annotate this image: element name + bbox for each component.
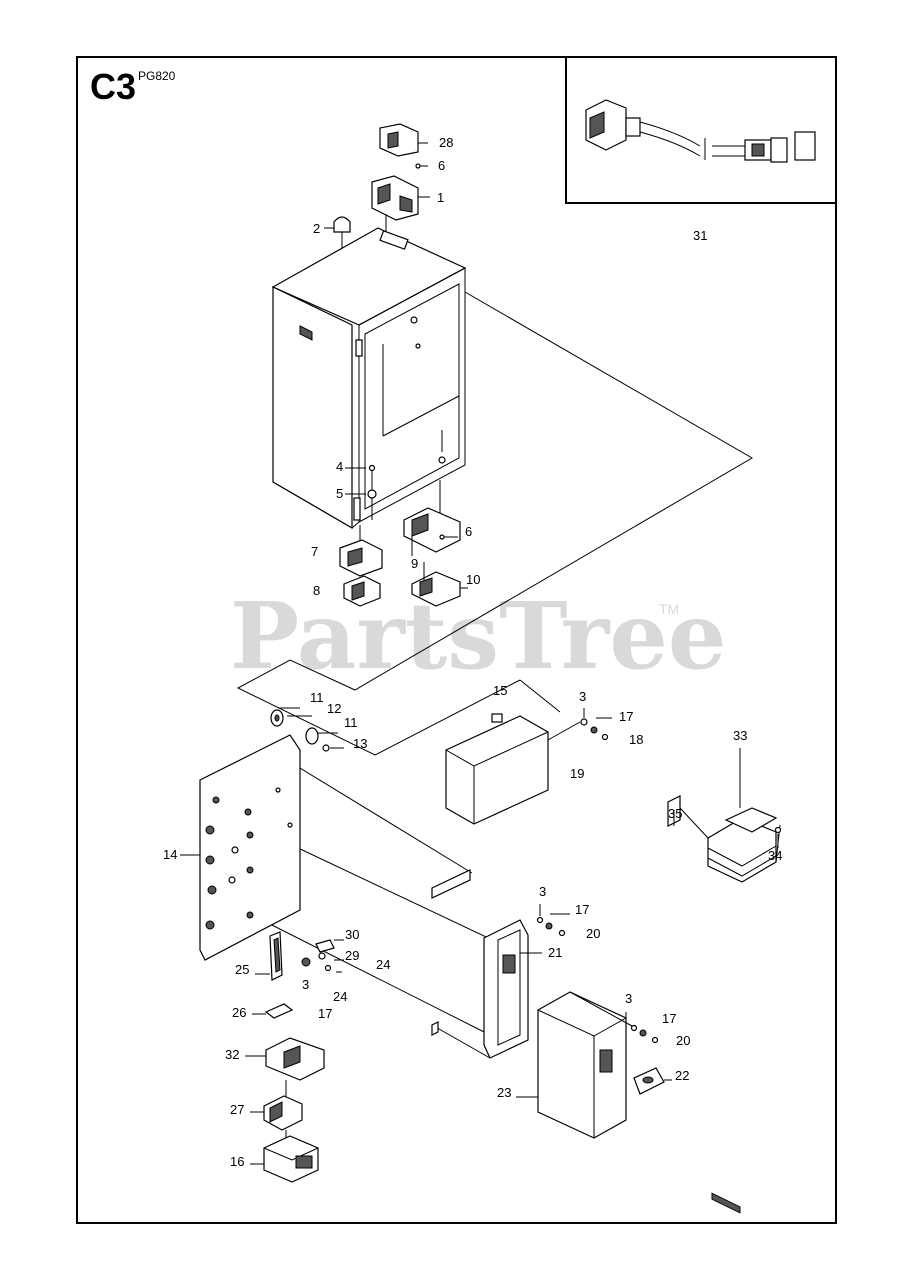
callout-c6a: 6	[438, 158, 445, 173]
callout-c6b: 6	[465, 524, 472, 539]
callout-c32: 32	[225, 1047, 239, 1062]
callout-c8: 8	[313, 583, 320, 598]
washers-11-13	[270, 707, 344, 752]
callout-c33: 33	[733, 728, 747, 743]
callout-c11a: 11	[310, 690, 324, 705]
fasteners-4-5	[345, 464, 377, 499]
model-code: PG820	[138, 69, 176, 83]
callout-c17b: 17	[575, 902, 589, 917]
connectors-7-10	[339, 507, 468, 607]
callout-c30: 30	[345, 927, 359, 942]
callout-c27: 27	[230, 1102, 244, 1117]
callout-c24a: 24	[376, 957, 390, 972]
watermark: PartsTree	[230, 582, 726, 690]
bottom-parts-stack	[245, 931, 344, 1183]
top-switch-parts	[324, 123, 430, 262]
callout-c25: 25	[235, 962, 249, 977]
callout-c17d: 17	[662, 1011, 676, 1026]
power-module	[431, 869, 570, 1059]
callout-c1: 1	[437, 190, 444, 205]
callout-c29: 29	[345, 948, 359, 963]
transformer	[516, 991, 672, 1139]
callout-c28: 28	[439, 135, 453, 150]
callout-c19: 19	[570, 766, 584, 781]
callout-c11b: 11	[344, 715, 358, 730]
callout-c2: 2	[313, 221, 320, 236]
callout-c12: 12	[327, 701, 341, 716]
page-frame	[76, 56, 837, 1224]
callout-c34: 34	[768, 848, 782, 863]
page-code: C3	[90, 66, 136, 107]
callout-c7: 7	[311, 544, 318, 559]
callout-c26: 26	[232, 1005, 246, 1020]
callout-c3c: 3	[302, 977, 309, 992]
callout-c13: 13	[353, 736, 367, 751]
callout-c3d: 3	[625, 991, 632, 1006]
callout-c3a: 3	[579, 689, 586, 704]
callout-c4: 4	[336, 459, 343, 474]
cable-assembly-drawing	[585, 99, 816, 163]
leader-lines	[236, 291, 753, 1041]
callout-c18: 18	[629, 732, 643, 747]
callout-c20b: 20	[676, 1033, 690, 1048]
inset-box-part-31	[565, 56, 837, 204]
terminal-block	[667, 748, 782, 1214]
callout-c15: 15	[493, 683, 507, 698]
capacitor-block	[445, 708, 612, 825]
callout-c20a: 20	[586, 926, 600, 941]
callout-c17c: 17	[318, 1006, 332, 1021]
callout-c35: 35	[668, 806, 682, 821]
callout-c10: 10	[466, 572, 480, 587]
callout-c9: 9	[411, 556, 418, 571]
callout-c3b: 3	[539, 884, 546, 899]
callout-c5: 5	[336, 486, 343, 501]
callout-c14: 14	[163, 847, 177, 862]
callout-c24b: 24	[333, 989, 347, 1004]
callout-c21: 21	[548, 945, 562, 960]
control-box-housing	[271, 227, 467, 530]
callout-c31: 31	[693, 228, 707, 243]
callout-c17a: 17	[619, 709, 633, 724]
circuit-board	[180, 734, 301, 961]
callout-c16: 16	[230, 1154, 244, 1169]
watermark-tm: TM	[659, 601, 679, 617]
callout-c22: 22	[675, 1068, 689, 1083]
callout-c23: 23	[497, 1085, 511, 1100]
